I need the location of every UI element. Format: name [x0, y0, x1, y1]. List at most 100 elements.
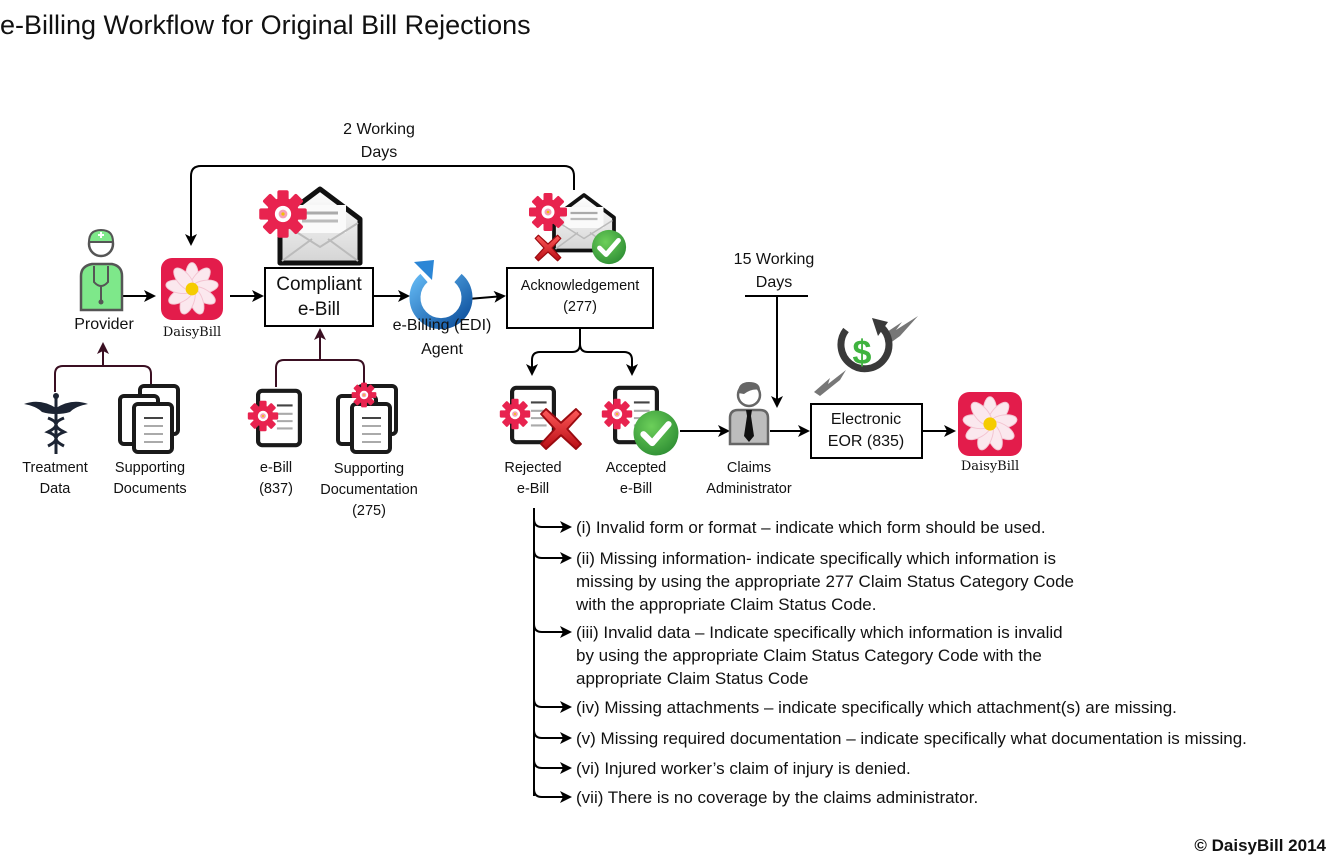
daisybill-start-label: DaisyBill: [163, 325, 221, 340]
businessman-icon: [728, 382, 770, 446]
check-icon: [592, 230, 626, 264]
reason-text: by using the appropriate Claim Status Ca…: [576, 646, 1042, 665]
reason-arrow: [533, 518, 572, 533]
ack-timing-label: 2 Working Days: [343, 121, 415, 161]
svg-text:Accepted: Accepted: [606, 460, 666, 476]
svg-text:Compliant: Compliant: [276, 274, 362, 295]
provider-label: Provider: [74, 316, 134, 333]
supporting-documents-node: Supporting Documents: [113, 386, 187, 497]
reason-arrow: [533, 623, 572, 638]
svg-text:(837): (837): [259, 481, 293, 497]
claims-administrator-node: Claims Administrator: [706, 382, 792, 497]
svg-text:Documents: Documents: [113, 481, 186, 497]
rejection-reason-item: (vii) There is no coverage by the claims…: [533, 788, 978, 807]
rejection-reason-item: (ii) Missing information- indicate speci…: [533, 549, 1074, 614]
reason-text: missing by using the appropriate 277 Cla…: [576, 572, 1074, 591]
doctor-icon: [79, 228, 124, 312]
provider-inputs-brace: [54, 365, 152, 392]
svg-text:Days: Days: [756, 274, 792, 291]
ack-return-connector: [185, 165, 575, 246]
gear-icon: [259, 190, 307, 238]
reason-text: appropriate Claim Status Code: [576, 669, 808, 688]
refresh-arrows-icon: [409, 260, 473, 330]
svg-text:Documentation: Documentation: [320, 482, 418, 498]
daisy-logo-icon: [957, 392, 1023, 456]
svg-text:e-Bill: e-Bill: [260, 460, 292, 476]
reason-text: (vii) There is no coverage by the claims…: [576, 788, 978, 807]
check-icon: [634, 411, 679, 456]
eor-timing-label: 15 Working Days: [734, 251, 815, 291]
svg-text:Data: Data: [40, 481, 72, 497]
ebill-837-node: e-Bill (837): [247, 391, 300, 497]
gear-icon: [351, 382, 377, 408]
reason-text: (v) Missing required documentation – ind…: [576, 729, 1247, 748]
treatment-data-node: Treatment Data: [22, 393, 88, 497]
electronic-eor-node: $ Electronic EOR (835): [810, 316, 923, 459]
daisybill-end-node: DaisyBill: [957, 392, 1023, 474]
svg-text:e-Bill: e-Bill: [620, 481, 652, 497]
supporting-documentation-node: Supporting Documentation (275): [320, 382, 418, 519]
svg-text:15 Working: 15 Working: [734, 251, 815, 268]
daisybill-end-label: DaisyBill: [961, 459, 1019, 474]
dollar-cycle-icon: $: [814, 316, 918, 396]
reason-arrow: [533, 729, 572, 744]
svg-text:$: $: [853, 334, 872, 372]
svg-text:2 Working: 2 Working: [343, 121, 415, 138]
daisybill-start-node: DaisyBill: [160, 258, 224, 340]
gear-icon: [529, 193, 567, 231]
page-title: e-Billing Workflow for Original Bill Rej…: [0, 10, 531, 40]
caduceus-icon: [24, 393, 88, 454]
provider-node: Provider: [74, 228, 134, 333]
daisy-logo-icon: [160, 258, 224, 320]
svg-text:Administrator: Administrator: [706, 481, 792, 497]
svg-text:Claims: Claims: [727, 460, 771, 476]
reason-text: (vi) Injured worker’s claim of injury is…: [576, 759, 911, 778]
ack-split-connector-right: [579, 343, 638, 376]
rejected-ebill-node: Rejected e-Bill: [499, 388, 582, 497]
reason-arrow: [533, 698, 572, 713]
svg-text:Supporting: Supporting: [115, 460, 185, 476]
gear-icon: [499, 398, 531, 430]
compliant-ebill-node: Compliant e-Bill: [259, 189, 374, 327]
svg-text:Rejected: Rejected: [504, 460, 561, 476]
acknowledgement-box: [506, 267, 654, 329]
reason-text: (iv) Missing attachments – indicate spec…: [576, 698, 1177, 717]
svg-text:Days: Days: [361, 144, 397, 161]
rejection-reason-item: (v) Missing required documentation – ind…: [533, 729, 1247, 748]
svg-text:Acknowledgement: Acknowledgement: [521, 278, 640, 294]
compliant-ebill-box: [264, 267, 374, 327]
reason-text: (i) Invalid form or format – indicate wh…: [576, 518, 1046, 537]
svg-text:Electronic: Electronic: [831, 411, 901, 428]
svg-text:e-Billing (EDI): e-Billing (EDI): [393, 317, 492, 334]
accepted-ebill-node: Accepted e-Bill: [601, 388, 679, 497]
svg-text:Treatment: Treatment: [22, 460, 88, 476]
reason-arrow: [533, 759, 572, 774]
rejection-reason-item: (iii) Invalid data – Indicate specifical…: [533, 623, 1063, 688]
svg-text:(277): (277): [563, 299, 597, 315]
svg-text:e-Bill: e-Bill: [298, 299, 340, 320]
reason-text: (iii) Invalid data – Indicate specifical…: [576, 623, 1063, 642]
reason-arrow: [533, 549, 572, 564]
edi-to-ack-arrow: [467, 290, 506, 303]
rejection-reason-item: (iv) Missing attachments – indicate spec…: [533, 698, 1177, 717]
rejection-reason-item: (i) Invalid form or format – indicate wh…: [533, 518, 1046, 537]
rejection-reason-item: (vi) Injured worker’s claim of injury is…: [533, 759, 911, 778]
svg-text:Supporting: Supporting: [334, 461, 404, 477]
gear-icon: [601, 398, 633, 430]
svg-text:EOR (835): EOR (835): [828, 433, 904, 450]
gear-icon: [247, 400, 279, 432]
edi-agent-node: e-Billing (EDI) Agent: [393, 260, 492, 358]
reason-text: (ii) Missing information- indicate speci…: [576, 549, 1056, 568]
connectors: [54, 165, 956, 796]
rejection-reasons-list: (i) Invalid form or format – indicate wh…: [533, 518, 1247, 807]
electronic-eor-box: [810, 403, 923, 459]
svg-text:Agent: Agent: [421, 341, 463, 358]
reason-text: with the appropriate Claim Status Code.: [575, 595, 877, 614]
documents-stack-icon: [120, 386, 178, 452]
svg-text:e-Bill: e-Bill: [517, 481, 549, 497]
compliant-inputs-brace: [275, 359, 365, 387]
ack-split-connector: [526, 328, 581, 376]
svg-text:(275): (275): [352, 503, 386, 519]
reason-arrow: [533, 788, 572, 803]
